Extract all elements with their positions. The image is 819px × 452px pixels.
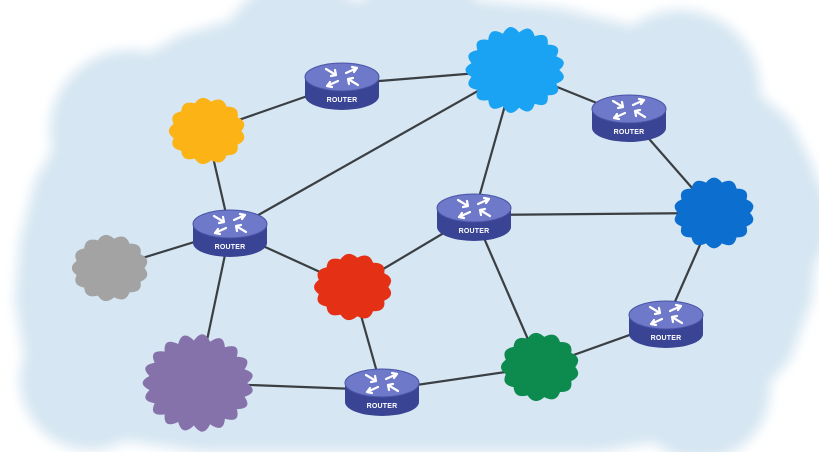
cloud-red	[314, 253, 392, 321]
router-top-center: ROUTER	[304, 62, 380, 110]
cloud-orange	[168, 97, 245, 165]
router-icon	[456, 196, 492, 220]
router-top-right: ROUTER	[591, 94, 667, 142]
router-left: ROUTER	[192, 209, 268, 257]
router-right: ROUTER	[628, 300, 704, 348]
link-router-left-cloud-light-blue	[229, 69, 516, 232]
router-label: ROUTER	[215, 244, 246, 251]
router-label: ROUTER	[327, 97, 358, 104]
routers: ROUTER ROUTER ROUTER ROUTER ROUTER ROUTER	[192, 62, 704, 416]
router-label: ROUTER	[614, 129, 645, 136]
cloud-purple	[142, 334, 253, 432]
router-top	[436, 193, 512, 223]
router-bottom: ROUTER	[344, 368, 420, 416]
router-icon	[364, 371, 400, 395]
link-router-center-cloud-dark-blue	[473, 211, 715, 217]
router-top	[192, 209, 268, 239]
router-top	[344, 368, 420, 398]
cloud-dark-blue	[674, 177, 754, 249]
background-cloud-lobe	[600, 10, 760, 170]
background-cloud-lobe	[630, 320, 770, 452]
background-cloud-lobe	[350, 0, 490, 110]
background-cloud-lobe	[20, 310, 160, 450]
router-icon	[212, 212, 248, 236]
router-label: ROUTER	[367, 403, 398, 410]
network-clouds	[71, 27, 754, 432]
cloud-green	[500, 332, 579, 402]
router-top	[628, 300, 704, 330]
router-icon	[648, 303, 684, 327]
cloud-gray	[71, 234, 148, 302]
background-cloud-lobe	[50, 50, 210, 210]
router-top	[591, 94, 667, 124]
router-center: ROUTER	[436, 193, 512, 241]
router-icon	[611, 97, 647, 121]
router-label: ROUTER	[651, 335, 682, 342]
router-icon	[324, 65, 360, 89]
router-top	[304, 62, 380, 92]
cloud-light-blue	[465, 27, 564, 113]
router-label: ROUTER	[459, 228, 490, 235]
